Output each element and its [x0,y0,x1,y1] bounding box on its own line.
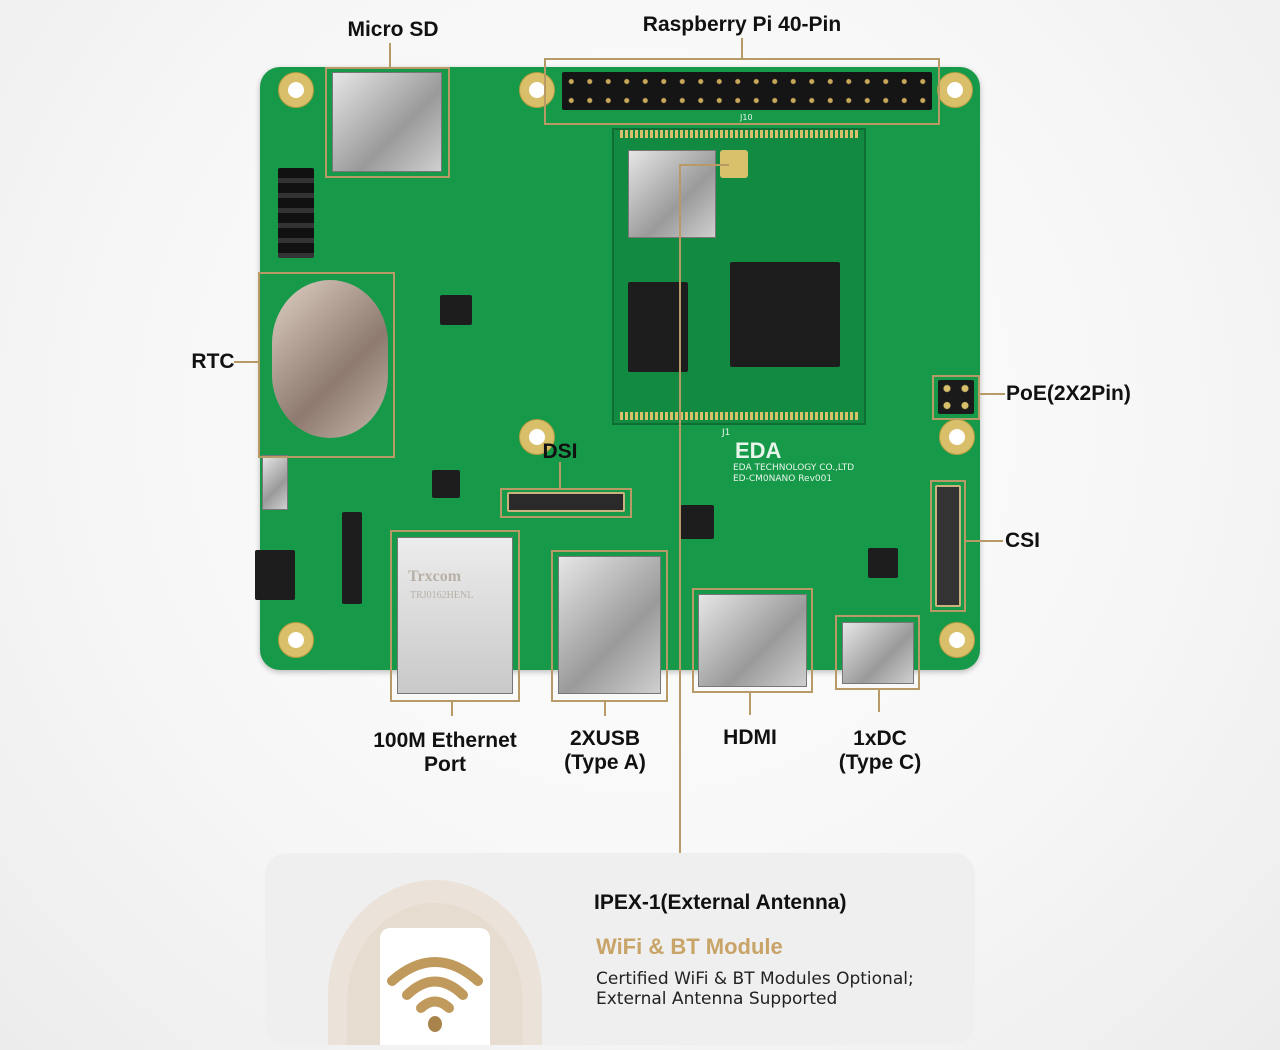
j1-text: J1 [722,428,731,438]
wifi-icon [387,957,483,1032]
feature-description: Certified WiFi & BT Modules Optional;Ext… [596,969,914,1009]
model-text: ED-CM0NANO Rev001 [733,474,833,484]
dsi-connector [507,492,625,512]
reset-button [255,550,295,600]
ethernet-port: Trxcom TRJ0162HENL [397,537,513,694]
rtc-highlight [258,272,395,458]
hdmi-highlight [692,588,813,693]
label-poe: PoE(2X2Pin) [1006,382,1131,405]
label-gpio: Raspberry Pi 40-Pin [642,13,842,36]
label-hdmi: HDMI [723,726,777,749]
callout-line [559,462,561,488]
poe-highlight [932,375,980,420]
dc-highlight [835,615,920,690]
ethernet-brand: Trxcom [408,568,462,585]
callout-line [878,690,880,712]
usb-ports [558,556,661,694]
callout-line [234,361,258,363]
wifi-icon-card [380,928,490,1045]
soc-chip [730,262,840,367]
eda-logo: EDA [735,438,782,463]
dsi-highlight [500,488,632,518]
label-usb-line1: 2XUSB [569,727,641,750]
module-pins [620,412,858,420]
memory-chip [628,282,688,372]
module-pins [620,130,858,138]
label-micro-sd: Micro SD [347,18,439,41]
company-text: EDA TECHNOLOGY CO.,LTD [733,463,855,473]
label-dc: 1xDC(Type C) [810,727,950,775]
mount-hole [939,622,975,658]
label-dsi: DSI [542,440,578,463]
csi-highlight [930,480,966,612]
feature-title: IPEX-1(External Antenna) [594,891,847,914]
callout-line [451,702,453,716]
poe-header [938,380,974,414]
pin-header [278,168,314,258]
mount-hole [519,72,555,108]
label-ethernet-line2: Port [424,753,466,776]
csi-connector [935,485,961,607]
ethernet-highlight [390,530,520,702]
feature-description-line1: Certified WiFi & BT Modules Optional; [596,969,914,989]
mount-hole [278,622,314,658]
j10-text: J10 [740,113,753,122]
callout-line [741,38,743,58]
chip [440,295,472,325]
mount-hole [937,72,973,108]
mount-hole [278,72,314,108]
label-usb: 2XUSB(Type A) [530,727,680,775]
mount-hole [939,419,975,455]
usb-c-port [842,622,914,684]
pin-header [342,512,362,604]
microsd-slot [332,72,442,172]
hdmi-port [698,594,807,687]
feature-subtitle: WiFi & BT Module [596,934,783,959]
callout-line [749,693,751,715]
label-dc-line1: 1xDC [853,727,907,750]
rtc-battery-holder [272,280,388,438]
ethernet-model: TRJ0162HENL [410,590,474,601]
wifi-feature-card: IPEX-1(External Antenna) WiFi & BT Modul… [265,853,975,1045]
chip [432,470,460,498]
callout-line [966,540,1003,542]
gpio-highlight [544,58,940,125]
usb-highlight [551,550,668,702]
chip [680,505,714,539]
label-rtc: RTC [191,350,235,373]
mount-hole [519,419,555,455]
switch [262,455,288,510]
callout-line [604,702,606,716]
label-ethernet-line1: 100M Ethernet [373,729,517,752]
chip [868,548,898,578]
gpio-header [562,72,932,110]
label-dc-line2: (Type C) [838,751,922,774]
label-csi: CSI [1005,529,1041,552]
microsd-highlight [325,67,450,178]
label-usb-line2: (Type A) [564,751,646,774]
antenna-callout-line [679,164,729,166]
callout-line [980,393,1005,395]
antenna-callout-line [679,164,681,853]
feature-description-line2: External Antenna Supported [596,989,838,1009]
callout-line [389,43,391,67]
